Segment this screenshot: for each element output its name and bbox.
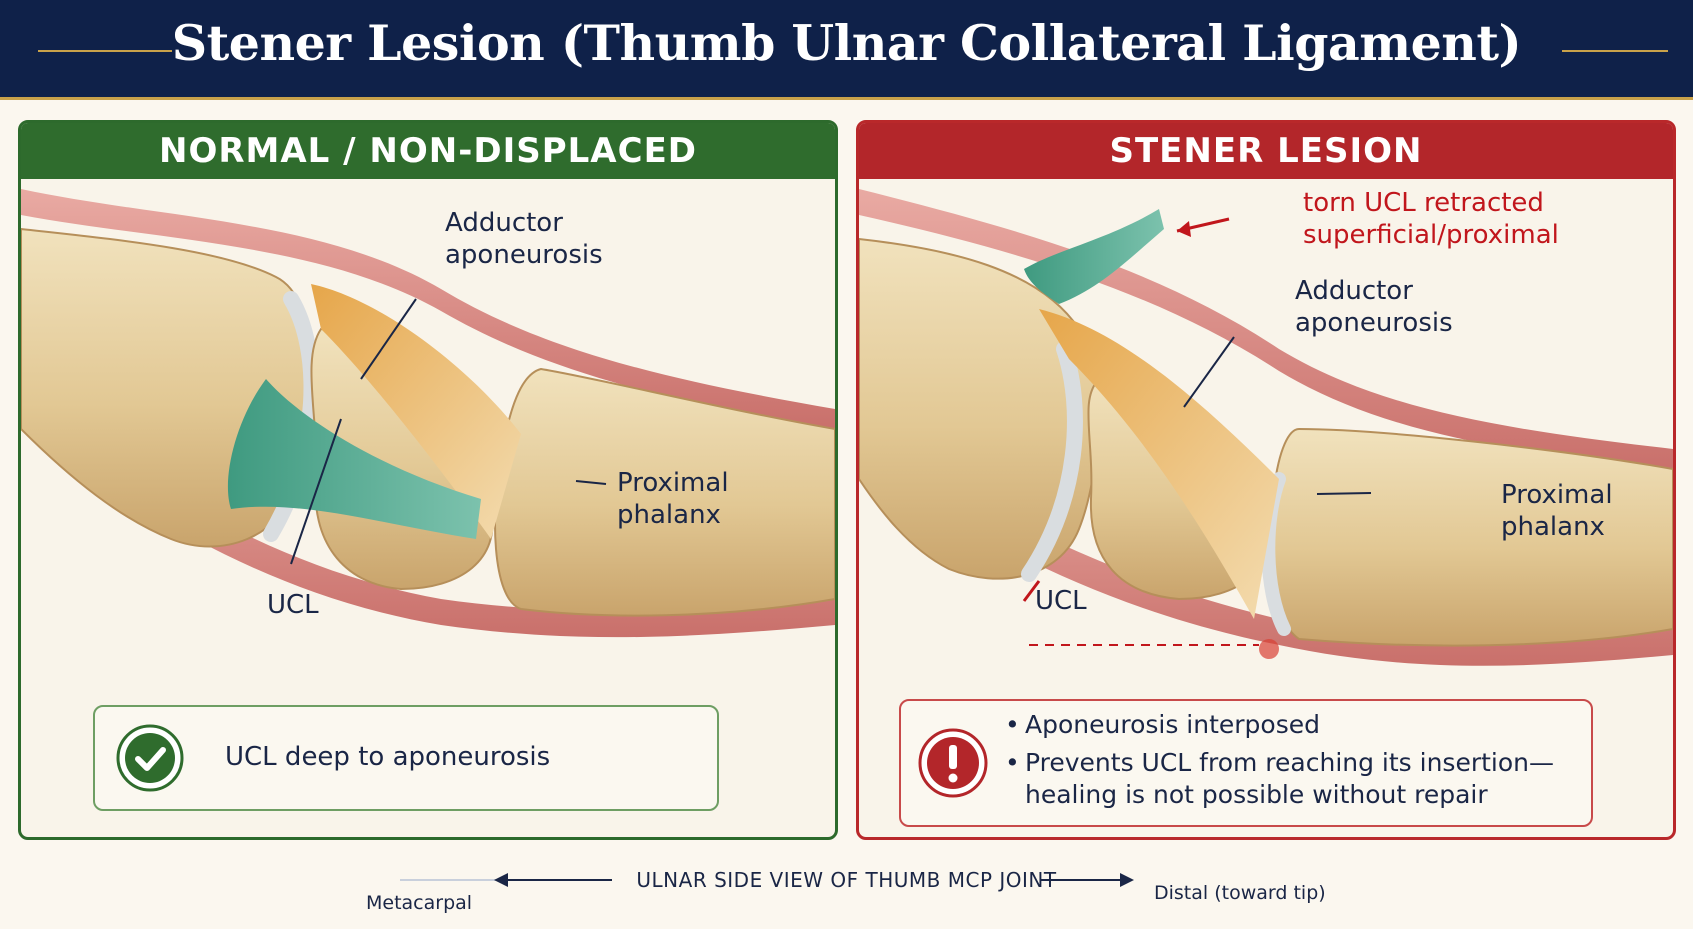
- proximal-phalanx-bone: [1270, 427, 1673, 647]
- leader-adductor: [360, 298, 417, 380]
- leader-phalanx: [575, 480, 607, 485]
- footer-arrow-left-head: [494, 873, 508, 887]
- normal-panel-heading: NORMAL / NON-DISPLACED: [21, 123, 835, 179]
- adductor-label-line1: Adductor: [445, 208, 563, 238]
- adductor-label-line2: aponeurosis: [445, 240, 603, 270]
- tear-site-marker: [1259, 639, 1279, 659]
- banner-rule-right: [1562, 50, 1668, 52]
- lesion-bullet-dot-2: •: [1005, 748, 1020, 777]
- lesion-bullet-2-cont: healing is not possible without repair: [1025, 780, 1488, 809]
- footer-arrow-right-head: [1120, 873, 1134, 887]
- leader-phalanx: [1316, 492, 1372, 495]
- phalanx-label-line1: Proximal: [617, 468, 729, 498]
- ucl-label: UCL: [1035, 586, 1087, 616]
- footer-distal: Distal (toward tip): [1154, 882, 1326, 904]
- ucl-label: UCL: [267, 590, 319, 620]
- torn-label-line2: superficial/proximal: [1303, 220, 1559, 250]
- ucl-ligament: [227, 379, 481, 539]
- banner-rule-left: [38, 50, 172, 52]
- phalanx-label-line2: phalanx: [617, 500, 721, 530]
- footer-arrows: [400, 873, 1134, 887]
- lesion-panel-heading: STENER LESION: [859, 123, 1673, 179]
- adductor-label-line2: aponeurosis: [1295, 308, 1453, 338]
- normal-joint-illustration: [21, 189, 835, 638]
- page-title: Stener Lesion (Thumb Ulnar Collateral Li…: [171, 14, 1522, 72]
- torn-ucl-stump: [1024, 209, 1164, 304]
- phalanx-label-line2: phalanx: [1501, 512, 1605, 542]
- lesion-callout: • Aponeurosis interposed • Prevents UCL …: [899, 699, 1593, 827]
- arrow-ucl: [1022, 580, 1041, 602]
- cartilage: [1021, 341, 1083, 582]
- lesion-panel: STENER LESION: [856, 120, 1676, 840]
- normal-callout: UCL deep to aponeurosis: [93, 705, 719, 811]
- metacarpal-bone: [859, 237, 1099, 580]
- lesion-bullet-1: Aponeurosis interposed: [1025, 710, 1320, 739]
- leader-ucl: [290, 418, 342, 565]
- lesion-bullet-2: Prevents UCL from reaching its insertion…: [1025, 748, 1555, 777]
- lesion-joint-illustration: [859, 189, 1673, 666]
- check-circle-icon: [116, 724, 184, 792]
- adductor-aponeurosis: [311, 284, 521, 539]
- adductor-label-line1: Adductor: [1295, 276, 1413, 306]
- arrowhead-torn: [1177, 221, 1191, 237]
- torn-label-line1: torn UCL retracted: [1303, 188, 1544, 218]
- lesion-bullet-dot-1: •: [1005, 710, 1020, 739]
- phalanx-label-line1: Proximal: [1501, 480, 1613, 510]
- footer-caption: ULNAR SIDE VIEW OF THUMB MCP JOINT: [636, 868, 1057, 892]
- leader-adductor: [1183, 336, 1235, 408]
- title-banner: Stener Lesion (Thumb Ulnar Collateral Li…: [0, 0, 1693, 100]
- soft-tissue-upper: [21, 189, 835, 429]
- footer-metacarpal: Metacarpal: [366, 892, 473, 914]
- normal-callout-text: UCL deep to aponeurosis: [225, 742, 551, 772]
- exclamation-circle-icon: [918, 728, 988, 798]
- normal-panel: NORMAL / NON-DISPLACED: [18, 120, 838, 840]
- adductor-aponeurosis: [1039, 309, 1279, 619]
